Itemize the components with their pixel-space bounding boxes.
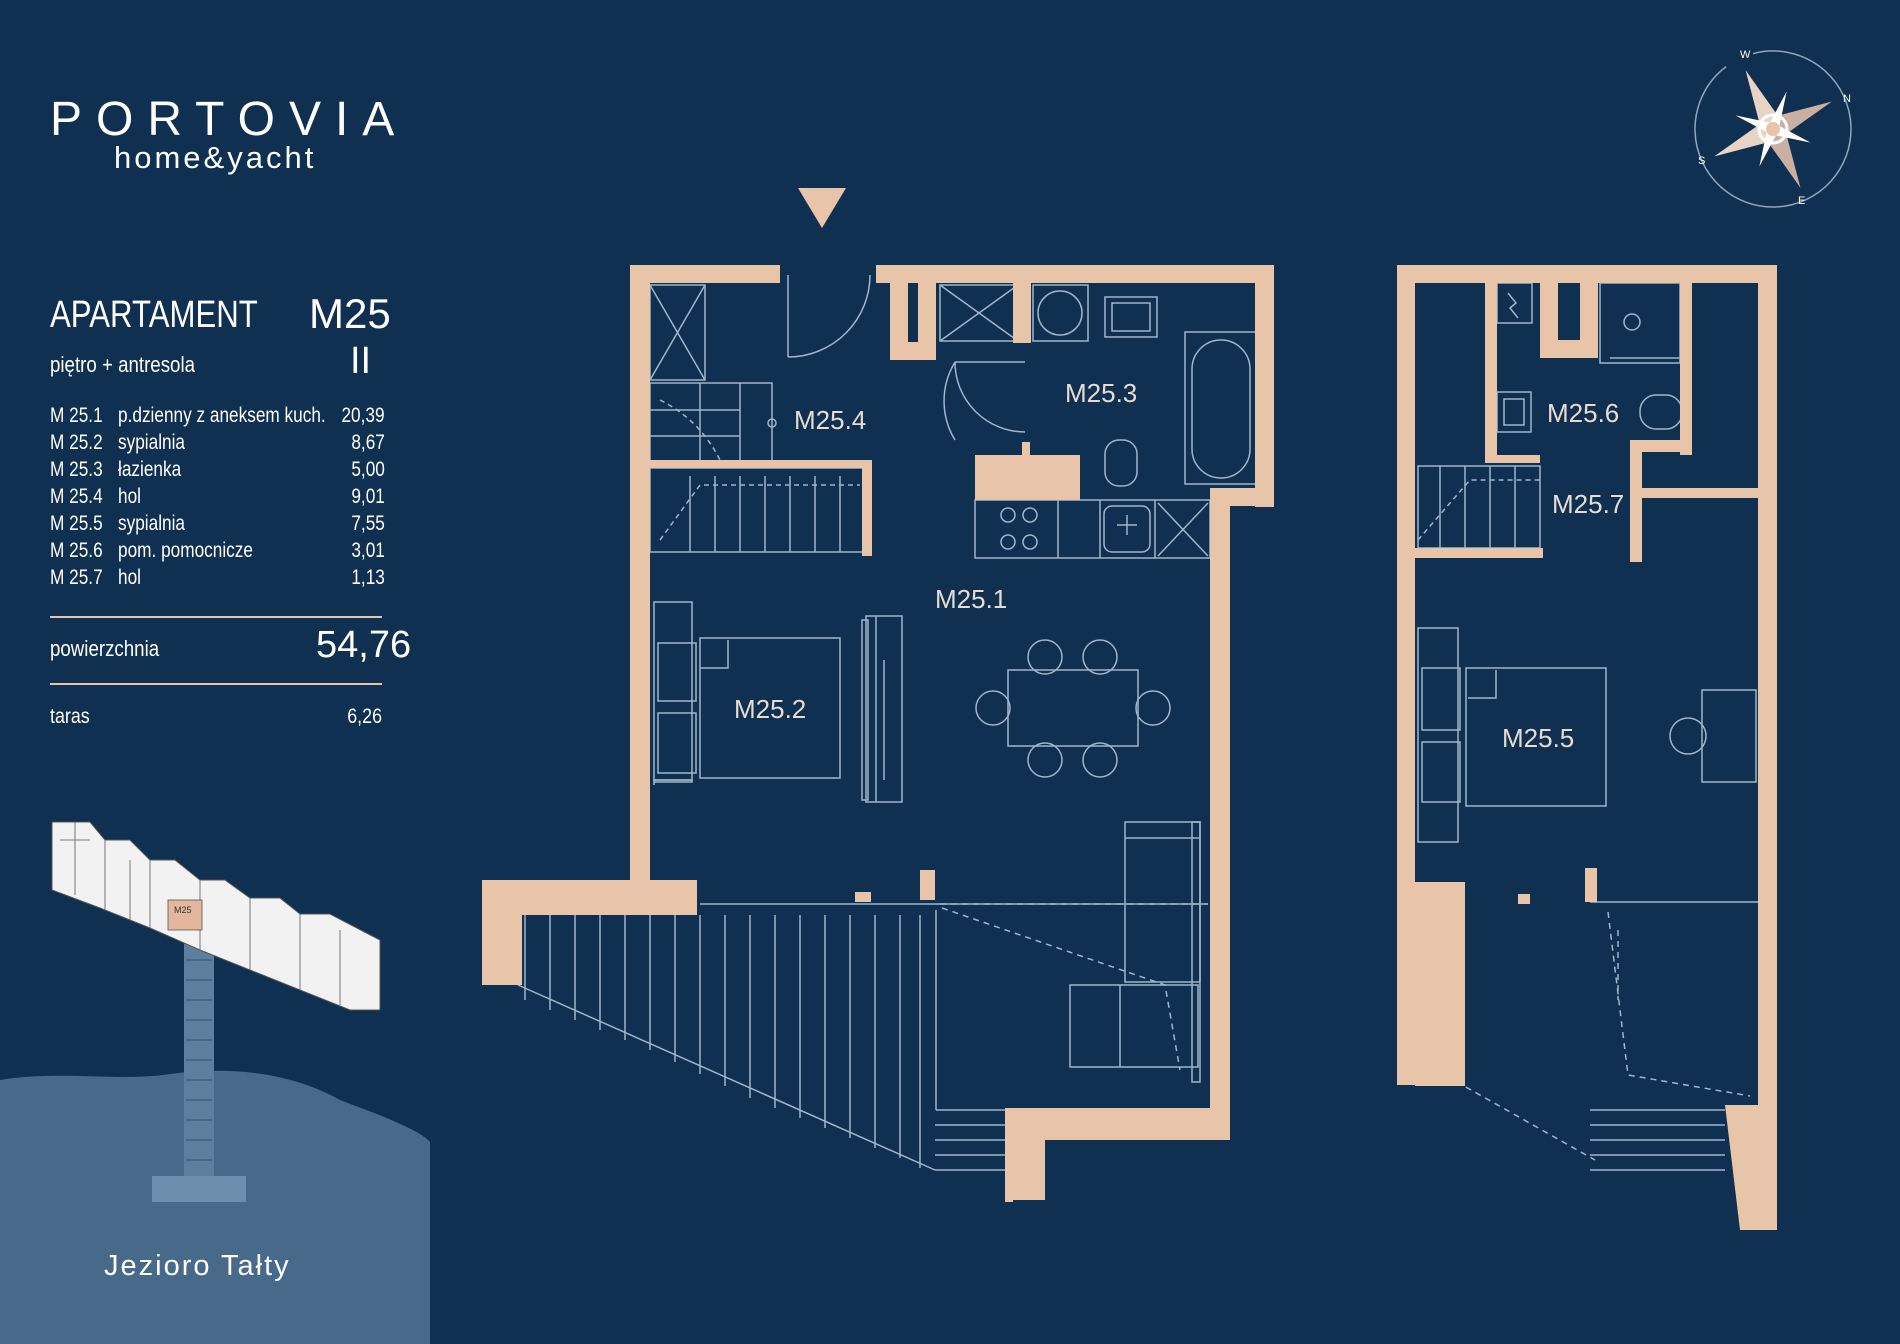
pier-head: [152, 1176, 246, 1202]
room-row: M 25.2 sypialnia 8,67: [50, 431, 385, 458]
room-id: M 25.6: [50, 539, 103, 562]
terrace-label: taras: [50, 705, 90, 728]
room-label-m254: M25.4: [794, 405, 866, 435]
entrance-arrow-icon: [798, 188, 846, 228]
room-id: M 25.7: [50, 566, 103, 589]
room-row: M 25.7 hol 1,13: [50, 566, 385, 593]
building-terrace: M25: [51, 821, 381, 1011]
compass-w: W: [1740, 49, 1751, 61]
divider: [50, 616, 382, 618]
room-area: 7,55: [351, 512, 385, 535]
room-row: M 25.3 łazienka 5,00: [50, 458, 385, 485]
room-id: M 25.1: [50, 404, 103, 427]
terrace-value: 6,26: [347, 705, 382, 728]
floor-label: piętro + antresola: [50, 352, 196, 377]
pier: [184, 940, 214, 1176]
apartment-label: APARTAMENT: [50, 294, 258, 336]
floor-number: II: [350, 340, 372, 382]
room-name: p.dzienny z aneksem kuch.: [118, 404, 326, 427]
brand-tagline: home&yacht: [114, 140, 317, 175]
room-id: M 25.4: [50, 485, 103, 508]
room-id: M 25.2: [50, 431, 103, 454]
floor-plan-linework: [517, 274, 1258, 1171]
apartment-code: M25: [309, 290, 391, 337]
room-area: 1,13: [351, 566, 385, 589]
room-name: pom. pomocnicze: [118, 539, 253, 562]
room-name: sypialnia: [118, 512, 186, 535]
compass-n: N: [1843, 93, 1851, 105]
room-name: hol: [118, 485, 141, 508]
area-value: 54,76: [316, 624, 412, 666]
room-area: 9,01: [351, 485, 385, 508]
site-map: M25: [0, 821, 430, 1344]
compass-s: S: [1698, 155, 1705, 167]
room-row: M 25.5 sypialnia 7,55: [50, 512, 385, 539]
room-name: hol: [118, 566, 141, 589]
mezzanine-walls: [1397, 265, 1777, 1230]
room-area: 8,67: [351, 431, 385, 454]
room-id: M 25.3: [50, 458, 103, 481]
area-label: powierzchnia: [50, 636, 160, 661]
room-row: M 25.1 p.dzienny z aneksem kuch. 20,39: [50, 404, 385, 431]
room-name: łazienka: [118, 458, 182, 481]
room-area: 5,00: [351, 458, 385, 481]
divider: [50, 683, 382, 685]
highlighted-unit: [167, 899, 203, 931]
floor-plan-walls: [482, 265, 1274, 1202]
room-label-m253: M25.3: [1065, 378, 1137, 408]
room-row: M 25.6 pom. pomocnicze 3,01: [50, 539, 385, 566]
room-area: 3,01: [351, 539, 385, 562]
highlighted-unit-label: M25: [174, 905, 192, 915]
room-label-m255: M25.5: [1502, 723, 1574, 753]
room-id: M 25.5: [50, 512, 103, 535]
lake-shape: [0, 1070, 430, 1344]
lake-label: Jezioro Tałty: [104, 1250, 291, 1282]
room-label-m256: M25.6: [1547, 398, 1619, 428]
room-name: sypialnia: [118, 431, 186, 454]
room-label-m251: M25.1: [935, 584, 1007, 614]
room-row: M 25.4 hol 9,01: [50, 485, 385, 512]
room-area: 20,39: [341, 404, 385, 427]
compass-e: E: [1798, 195, 1805, 207]
room-label-m252: M25.2: [734, 694, 806, 724]
room-label-m257: M25.7: [1552, 489, 1624, 519]
brand-name: PORTOVIA: [50, 93, 409, 146]
compass-rose-icon: W N S E: [1694, 49, 1852, 208]
